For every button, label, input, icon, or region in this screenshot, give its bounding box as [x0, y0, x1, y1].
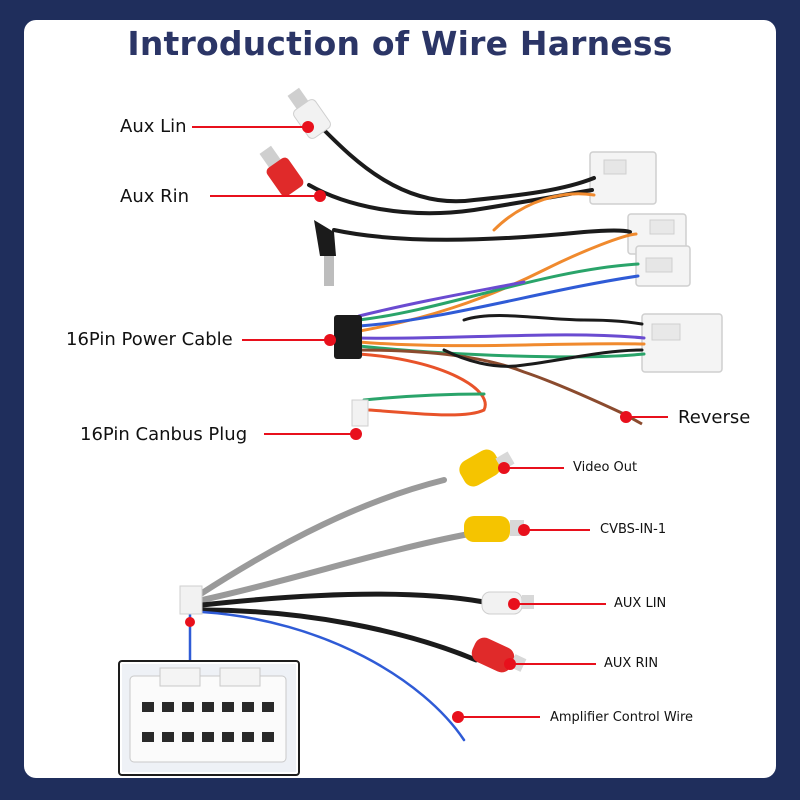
upper-wires — [307, 128, 646, 417]
label-canbus-plug: 16Pin Canbus Plug — [80, 424, 248, 445]
label-amplifier-control-wire: Amplifier Control Wire — [550, 710, 694, 725]
leader-lines — [189, 126, 668, 718]
label-video-out: Video Out — [573, 460, 638, 475]
upper-rca-plugs — [259, 87, 331, 197]
canbus-plug-marker — [350, 428, 362, 440]
label-cvbs-in-1: CVBS-IN-1 — [600, 522, 667, 537]
lower-connector-marker — [185, 617, 195, 627]
aux-rin-lower-marker — [504, 658, 516, 670]
video-out-marker — [498, 462, 510, 474]
reverse-marker — [620, 411, 632, 423]
lower-rca-plugs — [459, 449, 534, 673]
label-reverse: Reverse — [678, 407, 751, 428]
cvbs-in-1-marker — [518, 524, 530, 536]
power-cable-connector — [334, 315, 362, 359]
lower-connector — [179, 585, 203, 615]
label-aux-rin-lower: AUX RIN — [604, 656, 659, 671]
canbus-plug — [351, 399, 369, 427]
aux-lin-marker — [302, 121, 314, 133]
lower-wires — [188, 477, 487, 742]
antenna-plug — [314, 220, 336, 286]
label-aux-lin-lower: AUX LIN — [614, 596, 667, 611]
page-title: Introduction of Wire Harness — [127, 24, 673, 63]
connector-closeup-drawing — [122, 664, 296, 772]
aux-rin-marker — [314, 190, 326, 202]
label-power-cable: 16Pin Power Cable — [66, 329, 233, 350]
upper-connectors — [589, 151, 723, 373]
marker-dots — [185, 121, 632, 723]
wire-harness-illustration — [179, 87, 723, 742]
connector-closeup-inset — [118, 660, 300, 776]
diagram-card: Introduction of Wire Harness — [24, 20, 776, 778]
power-cable-marker — [324, 334, 336, 346]
amplifier-control-wire-marker — [452, 711, 464, 723]
label-aux-rin: Aux Rin — [120, 186, 190, 207]
label-aux-lin: Aux Lin — [120, 116, 187, 137]
aux-lin-lower-marker — [508, 598, 520, 610]
